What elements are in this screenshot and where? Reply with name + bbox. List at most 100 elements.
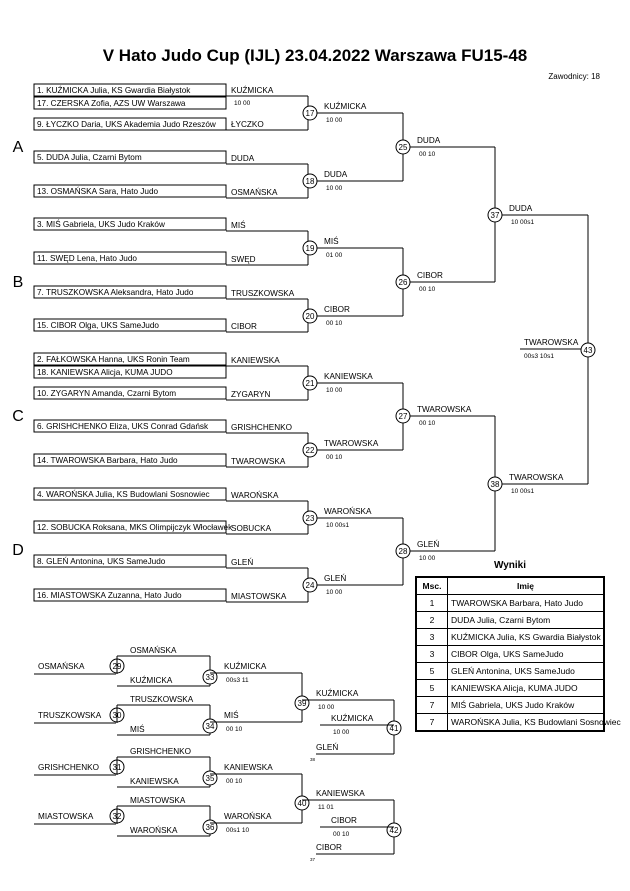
competitor-count: Zawodnicy: 18 [548, 72, 600, 81]
entry-box [33, 83, 227, 97]
repechage-name: MIASTOWSKA [38, 812, 94, 821]
result-place: 3 [415, 645, 448, 663]
repechage-feed: MIŚ [130, 723, 145, 734]
match-circle [302, 577, 318, 593]
match-circle [395, 139, 411, 155]
round2-winner: TWAROWSKA [324, 439, 379, 448]
entry-box [33, 453, 227, 467]
match-score: 10 00 [326, 185, 343, 192]
entry-name: 1. KUŹMICKA Julia, KS Gwardia Białystok [37, 85, 191, 95]
match-circle [302, 510, 318, 526]
match-number: 28 [399, 547, 408, 556]
repechage-winner: MIASTOWSKA [130, 796, 186, 805]
result-place: 5 [415, 662, 448, 680]
match-score: 10 00 [318, 704, 335, 711]
result-name: KANIEWSKA Alicja, KUMA JUDO [447, 679, 605, 697]
entry-box [33, 150, 227, 164]
match-score: 10 00 [419, 555, 436, 562]
entry-name: 11. SWĘD Lena, Hato Judo [37, 254, 137, 263]
match-circle [302, 442, 318, 458]
result-name: GLEŃ Antonina, UKS SameJudo [447, 662, 605, 680]
match-number: 23 [306, 514, 315, 523]
bronze-winner: KUŹMICKA [331, 713, 374, 723]
semifinal-winner: TWAROWSKA [509, 473, 564, 482]
entry-box [33, 352, 227, 366]
match-number: 27 [399, 412, 408, 421]
entry-name: 8. GLEŃ Antonina, UKS SameJudo [37, 556, 166, 566]
repechage-feed: KANIEWSKA [130, 777, 179, 786]
match-circle [580, 342, 596, 358]
result-name: WAROŃSKA Julia, KS Budowlani Sosnowiec [447, 713, 621, 732]
match-number: 18 [306, 177, 315, 186]
match-number: 22 [306, 446, 315, 455]
round1-winner: SWĘD [231, 255, 256, 264]
match-score: 00 10 [226, 778, 243, 785]
match-number: 41 [390, 724, 399, 733]
match-number: 38 [491, 480, 500, 489]
entry-name: 2. FAŁKOWSKA Hanna, UKS Ronin Team [37, 355, 190, 364]
entry-name: 17. CZERSKA Zofia, AZS UW Warszawa [37, 99, 186, 108]
entry-name: 5. DUDA Julia, Czarni Bytom [37, 153, 142, 162]
entry-box [33, 117, 227, 131]
round1-winner: GLEŃ [231, 557, 253, 567]
round1-winner: MIASTOWSKA [231, 592, 287, 601]
match-number: 40 [298, 799, 307, 808]
result-name: KUŹMICKA Julia, KS Gwardia Białystok [447, 628, 605, 646]
match-number: 37 [491, 211, 500, 220]
round2-winner: KANIEWSKA [324, 372, 373, 381]
result-name: CIBOR Olga, UKS SameJudo [447, 645, 605, 663]
entry-name: 15. CIBOR Olga, UKS SameJudo [37, 321, 159, 330]
entry-box [33, 487, 227, 501]
match-number: 24 [306, 581, 315, 590]
result-place: 5 [415, 679, 448, 697]
repechage-winner: OSMAŃSKA [130, 645, 177, 655]
round2-winner: DUDA [324, 170, 348, 179]
match-score: 00s3 10s1 [524, 353, 554, 360]
repechage-winner: TRUSZKOWSKA [130, 695, 194, 704]
match-number: 20 [306, 312, 315, 321]
match-score: 00s1 10 [226, 827, 250, 834]
match-circle [302, 240, 318, 256]
match-number: 34 [206, 722, 215, 731]
result-place: 7 [415, 696, 448, 714]
match-circle [395, 274, 411, 290]
match-number: 19 [306, 244, 315, 253]
round1-winner: ŁYCZKO [231, 120, 264, 129]
round1-winner: TRUSZKOWSKA [231, 289, 295, 298]
entry-name: 4. WAROŃSKA Julia, KS Budowlani Sosnowie… [37, 489, 210, 499]
match-number: 43 [584, 346, 593, 355]
result-place: 3 [415, 628, 448, 646]
pool-label: A [13, 139, 24, 156]
match-score: 00 10 [326, 454, 343, 461]
match-score: 00 10 [419, 420, 436, 427]
match-score: 10 00 [326, 589, 343, 596]
source-match: 38 [310, 757, 316, 762]
match-number: 39 [298, 699, 307, 708]
match-number: 42 [390, 826, 399, 835]
source-match: 37 [310, 857, 316, 862]
entry-box [33, 419, 227, 433]
round3-winner: DUDA [417, 136, 441, 145]
semifinal-winner: DUDA [509, 204, 533, 213]
result-place: 2 [415, 611, 448, 629]
round1-winner: OSMAŃSKA [231, 187, 278, 197]
pool-label: D [12, 542, 24, 559]
repechage-name: TRUSZKOWSKA [38, 711, 102, 720]
match-score: 10 00 [234, 100, 251, 107]
entry-box [33, 184, 227, 198]
result-place: 1 [415, 594, 448, 612]
match-number: 26 [399, 278, 408, 287]
entry-box [33, 318, 227, 332]
pool-label: B [13, 274, 24, 291]
repechage-winner: MIŚ [224, 709, 239, 720]
entry-box [33, 285, 227, 299]
results-header-row: Msc. Imię [415, 576, 605, 595]
entry-name: 14. TWAROWSKA Barbara, Hato Judo [37, 456, 178, 465]
match-score: 00 10 [226, 726, 243, 733]
